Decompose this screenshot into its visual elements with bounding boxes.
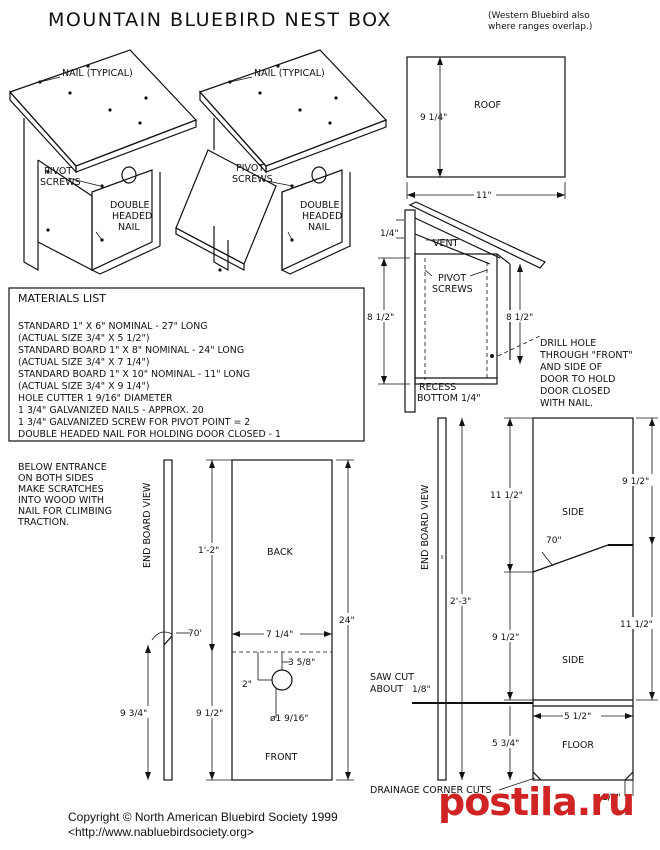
iso1-nail: NAIL — [118, 222, 140, 233]
materials-item-5: STANDARD BOARD 1" X 10" NOMINAL - 11" LO… — [18, 369, 250, 380]
left-top-dim: 11 1/2" — [490, 491, 523, 501]
materials-item-6: (ACTUAL SIZE 3/4" X 9 1/4") — [18, 381, 149, 392]
materials-item-8: 1 3/4" GALVANIZED NAILS - APPROX. 20 — [18, 405, 204, 416]
hole-offset: 3 5/8" — [288, 658, 315, 668]
side-angle: 70" — [546, 536, 562, 546]
page-title: MOUNTAIN BLUEBIRD NEST BOX — [48, 9, 392, 31]
materials-item-9: 1 3/4" GALVANIZED SCREW FOR PIVOT POINT … — [18, 417, 250, 428]
side-label-bottom: SIDE — [562, 655, 584, 666]
materials-item-2: (ACTUAL SIZE 3/4" X 5 1/2") — [18, 333, 149, 344]
scratch-note: BELOW ENTRANCE ON BOTH SIDES MAKE SCRATC… — [17, 462, 112, 528]
iso1-headed: HEADED — [112, 211, 152, 222]
left-bottom-dim: 5 3/4" — [492, 739, 519, 749]
materials-item-7: HOLE CUTTER 1 9/16" DIAMETER — [18, 393, 173, 404]
drill-note-3: AND SIDE OF — [540, 362, 602, 373]
side-left-height: 8 1/2" — [367, 313, 394, 323]
pivot-label-1: PIVOT — [438, 273, 466, 284]
roof-panel: ROOF 9 1/4" 11" — [406, 56, 566, 201]
floor-label: FLOOR — [562, 740, 594, 751]
recess-label-1: RECESS — [419, 382, 456, 393]
end-board-view-left: END BOARD VIEW — [142, 482, 153, 568]
iso1-screws: SCREWS — [40, 177, 81, 188]
hole-drop: 2" — [242, 680, 252, 690]
scratch-note-1: BELOW ENTRANCE — [18, 462, 107, 473]
side-label-top: SIDE — [562, 507, 584, 518]
front-height-outer: 9 3/4" — [120, 709, 147, 719]
copyright-line-1: Copyright © North American Bluebird Soci… — [68, 810, 338, 824]
front-label: FRONT — [265, 752, 298, 763]
iso2-nail-typical: NAIL (TYPICAL) — [254, 68, 325, 79]
corner-cut: 1/2" — [602, 793, 621, 803]
drainage-label: DRAINAGE CORNER CUTS — [370, 785, 492, 796]
recess-label-2: BOTTOM 1/4" — [417, 393, 481, 404]
copyright: Copyright © North American Bluebird Soci… — [68, 810, 338, 840]
subtitle-line-1: (Western Bluebird also — [488, 11, 590, 21]
subtitle-line-2: where ranges overlap.) — [488, 22, 592, 32]
back-front-board: END BOARD VIEW 70' BACK FRONT 7 1/4" 1'-… — [120, 459, 360, 781]
saw-cut-value: 1/8" — [412, 685, 431, 695]
drill-note-2: THROUGH "FRONT" — [539, 350, 633, 361]
total-height: 24" — [339, 616, 355, 626]
side-floor-board: END BOARD VIEW 2'-3" SIDE SIDE FLOOR 70"… — [370, 417, 658, 803]
left-mid-dim: 9 1/2" — [492, 633, 519, 643]
side-quarter: 1/4" — [380, 229, 399, 239]
vent-label: VENT — [433, 238, 459, 249]
iso-box-closed: NAIL (TYPICAL) PIVOT SCREWS DOUBLE HEADE… — [8, 49, 198, 275]
saw-cut-2: ABOUT — [370, 684, 403, 695]
iso2-screws: SCREWS — [232, 174, 273, 185]
materials-item-4: (ACTUAL SIZE 3/4" X 7 1/4") — [18, 357, 149, 368]
materials-item-3: STANDARD BOARD 1" X 8" NOMINAL - 24" LON… — [18, 345, 244, 356]
roof-width: 11" — [476, 191, 492, 201]
end-board-view-right: END BOARD VIEW — [420, 484, 431, 570]
side-right-height: 8 1/2" — [506, 313, 533, 323]
hole-diameter: ø1 9/16" — [270, 714, 308, 724]
bf-width: 7 1/4" — [266, 630, 293, 640]
scratch-note-3: MAKE SCRATCHES — [18, 484, 104, 495]
iso1-double: DOUBLE — [110, 200, 150, 211]
iso1-nail-typical: NAIL (TYPICAL) — [62, 68, 133, 79]
materials-heading: MATERIALS LIST — [18, 292, 106, 305]
drill-note-5: DOOR CLOSED — [540, 386, 610, 397]
materials-item-1: STANDARD 1" X 6" NOMINAL - 27" LONG — [18, 321, 207, 332]
copyright-url[interactable]: <http://www.nabluebirdsociety.org> — [68, 825, 254, 839]
watermark-logo: postila.ru — [438, 780, 635, 824]
pivot-label-2: SCREWS — [432, 284, 473, 295]
front-height-inner: 9 1/2" — [196, 709, 223, 719]
drill-note-4: DOOR TO HOLD — [540, 374, 615, 385]
back-label: BACK — [267, 547, 293, 558]
saw-cut-1: SAW CUT — [370, 672, 414, 683]
scratch-note-2: ON BOTH SIDES — [18, 473, 94, 484]
iso2-pivot: PIVOT — [236, 163, 264, 174]
roof-label: ROOF — [474, 100, 501, 111]
iso1-pivot: PIVOT — [44, 166, 72, 177]
iso2-headed: HEADED — [302, 211, 342, 222]
bf-angle: 70' — [188, 629, 202, 639]
right-mid-dim: 11 1/2" — [620, 620, 653, 630]
right-top-dim: 9 1/2" — [622, 477, 649, 487]
side-assembly-view: 1/4" VENT PIVOT SCREWS 8 1/2" 8 1/2" REC… — [365, 201, 633, 413]
iso-box-open: NAIL (TYPICAL) PIVOT SCREWS DOUBLE HEADE… — [175, 49, 388, 275]
materials-list: MATERIALS LIST STANDARD 1" X 6" NOMINAL … — [8, 287, 365, 442]
scratch-note-6: TRACTION. — [17, 517, 69, 528]
back-height: 1'-2" — [198, 546, 219, 556]
total-length: 2'-3" — [450, 597, 471, 607]
roof-height: 9 1/4" — [420, 113, 447, 123]
iso2-double: DOUBLE — [300, 200, 340, 211]
drill-note-6: WITH NAIL. — [540, 398, 593, 409]
materials-item-10: DOUBLE HEADED NAIL FOR HOLDING DOOR CLOS… — [18, 429, 281, 440]
drill-note-1: DRILL HOLE — [540, 338, 596, 349]
scratch-note-4: INTO WOOD WITH — [18, 495, 104, 506]
floor-width: 5 1/2" — [564, 712, 591, 722]
iso2-nail: NAIL — [308, 222, 330, 233]
scratch-note-5: NAIL FOR CLIMBING — [18, 506, 112, 517]
